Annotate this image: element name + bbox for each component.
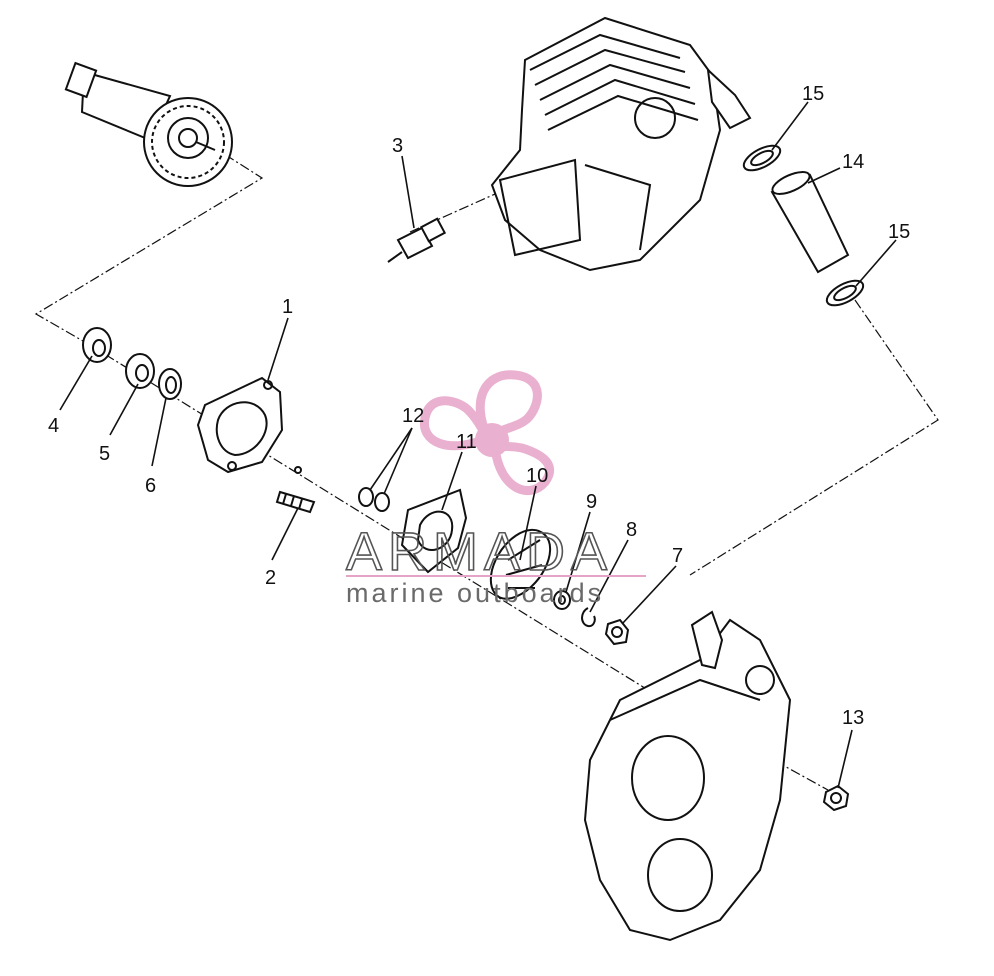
part-7-nut: [604, 618, 630, 646]
leader-4: [59, 355, 93, 411]
callout-4: 4: [48, 415, 59, 437]
callout-1: 1: [282, 296, 293, 318]
part-14-hose: [770, 171, 850, 274]
part-9-washer: [553, 590, 571, 610]
drive-gear-shaft: [64, 61, 233, 187]
crankcase-cover: [583, 610, 792, 942]
callout-9: 9: [586, 491, 597, 513]
callout-numbers: 1 2 3 4 5 6 7 8 9 10 11 12 13 14 15 15: [48, 83, 910, 729]
part-11-gasket: [400, 488, 468, 574]
callout-15-lower: 15: [888, 221, 910, 243]
part-15-hose-clamp-upper: [742, 144, 782, 172]
leader-11: [441, 451, 463, 511]
part-1-pump-housing: [196, 376, 284, 474]
part-8-circlip: [581, 607, 596, 628]
part-4-bearing: [82, 327, 112, 363]
callout-15-upper: 15: [802, 83, 824, 105]
watermark-title: ARMADA: [346, 522, 613, 582]
leader-13: [837, 729, 853, 789]
leader-14: [807, 167, 841, 184]
leader-9: [565, 511, 591, 593]
watermark-propeller-logo: [419, 370, 555, 496]
leader-6: [151, 397, 167, 467]
leader-3: [401, 155, 415, 229]
part-6-oil-seal: [158, 368, 182, 400]
callout-10: 10: [526, 465, 548, 487]
part-15-hose-clamp-lower: [825, 279, 865, 307]
leader-10: [519, 485, 537, 561]
callout-3: 3: [392, 135, 403, 157]
callout-2: 2: [265, 567, 276, 589]
leader-12a: [369, 427, 413, 491]
dowel-pin: [294, 466, 302, 474]
leader-7: [621, 565, 677, 625]
callout-8: 8: [626, 519, 637, 541]
leader-12b: [383, 427, 413, 495]
callout-13: 13: [842, 707, 864, 729]
cylinder-head: [490, 16, 752, 272]
watermark-subtitle: marine outboards: [346, 578, 604, 608]
part-3-temperature-sensor: [387, 217, 447, 263]
callout-6: 6: [145, 475, 156, 497]
callout-7: 7: [672, 545, 683, 567]
callout-11: 11: [456, 431, 477, 453]
part-5-bearing: [125, 353, 155, 389]
leader-15a: [771, 101, 809, 151]
callout-5: 5: [99, 443, 110, 465]
leader-1: [267, 317, 289, 381]
leader-2: [271, 507, 299, 561]
part-10-impeller: [490, 529, 552, 600]
axis-line-hose: [689, 299, 939, 576]
part-2-stud: [275, 490, 316, 514]
callout-14: 14: [842, 151, 864, 173]
leader-5: [109, 383, 139, 436]
part-12-seals: [358, 487, 390, 512]
leader-15b: [855, 239, 897, 287]
axis-line-main-shaft: [89, 344, 649, 691]
axis-line-gear-to-bearing: [34, 144, 264, 346]
callout-12: 12: [402, 405, 424, 427]
callout-leader-lines: [59, 101, 897, 789]
